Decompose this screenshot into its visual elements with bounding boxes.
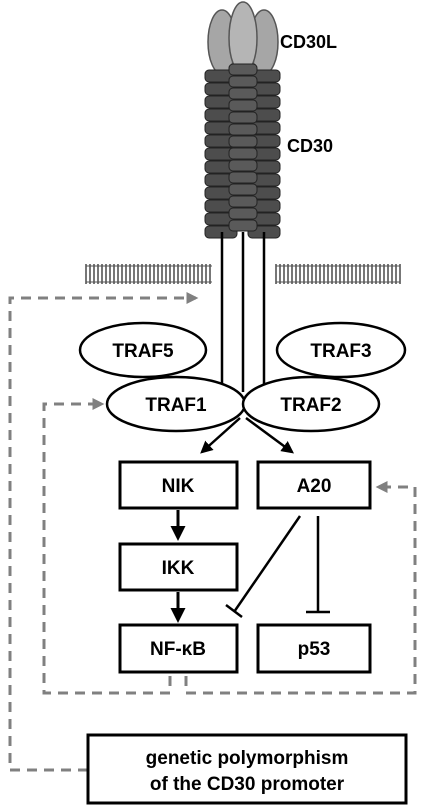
- receptor-domain: [229, 76, 257, 87]
- ikk-label: IKK: [162, 558, 195, 579]
- cd30l-label: CD30L: [280, 32, 337, 52]
- nfkb-label: NF-κB: [150, 639, 206, 660]
- nik-label: NIK: [162, 476, 195, 497]
- traf3-label: TRAF3: [310, 341, 371, 362]
- receptor-domain: [229, 88, 257, 99]
- receptor-domain: [229, 208, 257, 219]
- receptor-domain: [229, 136, 257, 147]
- receptor-domain: [229, 148, 257, 159]
- receptor-domain: [229, 100, 257, 111]
- a20-label: A20: [297, 476, 332, 497]
- traf5-node: TRAF5: [80, 323, 206, 377]
- receptor-domain: [229, 172, 257, 183]
- cd30-receptor: [205, 64, 280, 238]
- nik-node: NIK: [120, 462, 237, 508]
- cd30-label: CD30: [287, 136, 333, 156]
- traf1-node: TRAF1: [107, 377, 245, 431]
- ikk-node: IKK: [120, 544, 237, 590]
- traf5-label: TRAF5: [112, 341, 174, 362]
- receptor-domain: [229, 112, 257, 123]
- a20-node: A20: [258, 462, 370, 508]
- promoter-node: genetic polymorphism of the CD30 promote…: [88, 735, 406, 803]
- promoter-label-line2: of the CD30 promoter: [150, 774, 345, 795]
- a20-inhibition-lines: [226, 516, 330, 617]
- receptor-tails: [222, 232, 264, 392]
- p53-label: p53: [298, 639, 331, 660]
- nfkb-node: NF-κB: [120, 625, 237, 672]
- receptor-domain: [229, 124, 257, 135]
- receptor-domain: [229, 220, 257, 231]
- traf3-node: TRAF3: [277, 323, 405, 377]
- traf1-label: TRAF1: [145, 395, 207, 416]
- traf2-node: TRAF2: [243, 377, 379, 431]
- promoter-label-line1: genetic polymorphism: [146, 748, 349, 769]
- receptor-domain: [229, 64, 257, 75]
- cd30l-ligand: [208, 2, 278, 74]
- receptor-domain: [229, 160, 257, 171]
- receptor-domain: [229, 184, 257, 195]
- traf2-label: TRAF2: [280, 395, 341, 416]
- p53-node: p53: [258, 625, 370, 672]
- receptor-domain: [229, 196, 257, 207]
